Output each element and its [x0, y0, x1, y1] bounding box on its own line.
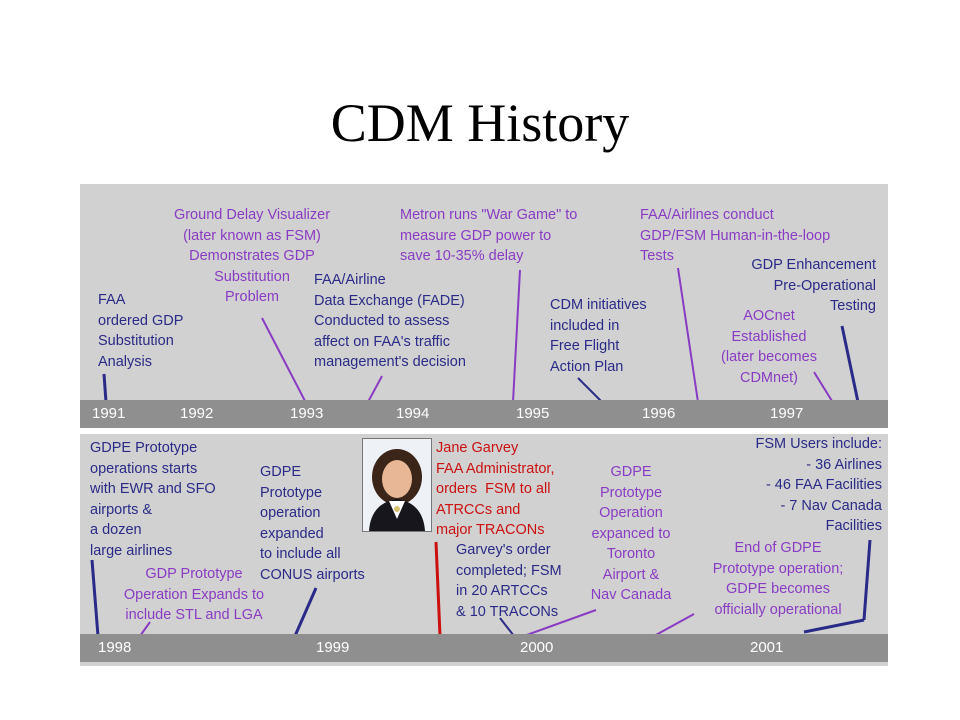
year-label: 2000 — [520, 639, 554, 656]
event-fsm-users: FSM Users include: - 36 Airlines - 46 FA… — [755, 436, 882, 534]
connector-toronto — [653, 613, 695, 637]
event-garvey: Jane Garvey FAA Administrator, orders FS… — [436, 440, 555, 538]
connector-gdpe-conus — [293, 587, 318, 637]
event-gdp-prototype-expands: GDP Prototype Operation Expands to inclu… — [123, 566, 265, 623]
year-label: 1998 — [98, 639, 132, 656]
event-gdpe-prototype: GDPE Prototype operations starts with EW… — [90, 440, 216, 559]
connector-end-gdpe-2 — [803, 618, 865, 634]
year-label: 1994 — [396, 405, 430, 422]
year-label: 1995 — [516, 405, 550, 422]
connector-hitl — [677, 267, 699, 403]
connector-gdp-enhancement — [840, 325, 860, 403]
connector-ground-delay — [261, 317, 306, 402]
event-fade: FAA/Airline Data Exchange (FADE) Conduct… — [314, 272, 466, 370]
event-aocnet: AOCnet Established (later becomes CDMnet… — [721, 308, 817, 386]
year-bar-top: 1991 1992 1993 1994 1995 1996 1997 — [80, 400, 888, 428]
connector-garvey — [434, 541, 442, 637]
year-label: 1991 — [92, 405, 126, 422]
event-metron: Metron runs "War Game" to measure GDP po… — [400, 207, 578, 264]
jane-garvey-photo — [362, 438, 432, 532]
event-toronto: GDPE Prototype Operation expanced to Tor… — [590, 464, 672, 603]
event-gdp-enhancement: GDP Enhancement Pre-Operational Testing — [751, 257, 876, 314]
connector-metron — [512, 269, 521, 403]
connector-end-gdpe — [862, 539, 872, 621]
connector-garvey-completed-2 — [523, 609, 597, 637]
connector-gdp-expands — [139, 621, 151, 637]
connector-garvey-completed — [499, 617, 515, 637]
portrait-image — [363, 439, 431, 531]
event-garvey-completed: Garvey's order completed; FSM in 20 ARTC… — [456, 542, 562, 620]
event-ground-delay: Ground Delay Visualizer (later known as … — [173, 207, 331, 305]
slide-title: CDM History — [330, 93, 630, 153]
connector-aocnet — [813, 371, 833, 402]
year-label: 1999 — [316, 639, 350, 656]
year-label: 1992 — [180, 405, 214, 422]
year-label: 1996 — [642, 405, 676, 422]
event-faa-ordered: FAA ordered GDP Substitution Analysis — [98, 292, 184, 370]
event-hitl: FAA/Airlines conduct GDP/FSM Human-in-th… — [640, 207, 831, 264]
connector-gdpe-prototype — [90, 559, 100, 637]
connector-cdm-initiatives — [577, 377, 603, 403]
connector-faa-ordered — [102, 373, 108, 403]
panel-divider — [80, 428, 888, 434]
year-label: 1993 — [290, 405, 324, 422]
event-gdpe-conus: GDPE Prototype operation expanded to inc… — [260, 464, 365, 583]
year-bar-bottom: 1998 1999 2000 2001 — [80, 634, 888, 662]
event-end-gdpe: End of GDPE Prototype operation; GDPE be… — [712, 540, 844, 618]
connector-fade — [367, 375, 383, 403]
year-label: 2001 — [750, 639, 784, 656]
event-cdm-initiatives: CDM initiatives included in Free Flight … — [550, 297, 647, 375]
year-label: 1997 — [770, 405, 804, 422]
